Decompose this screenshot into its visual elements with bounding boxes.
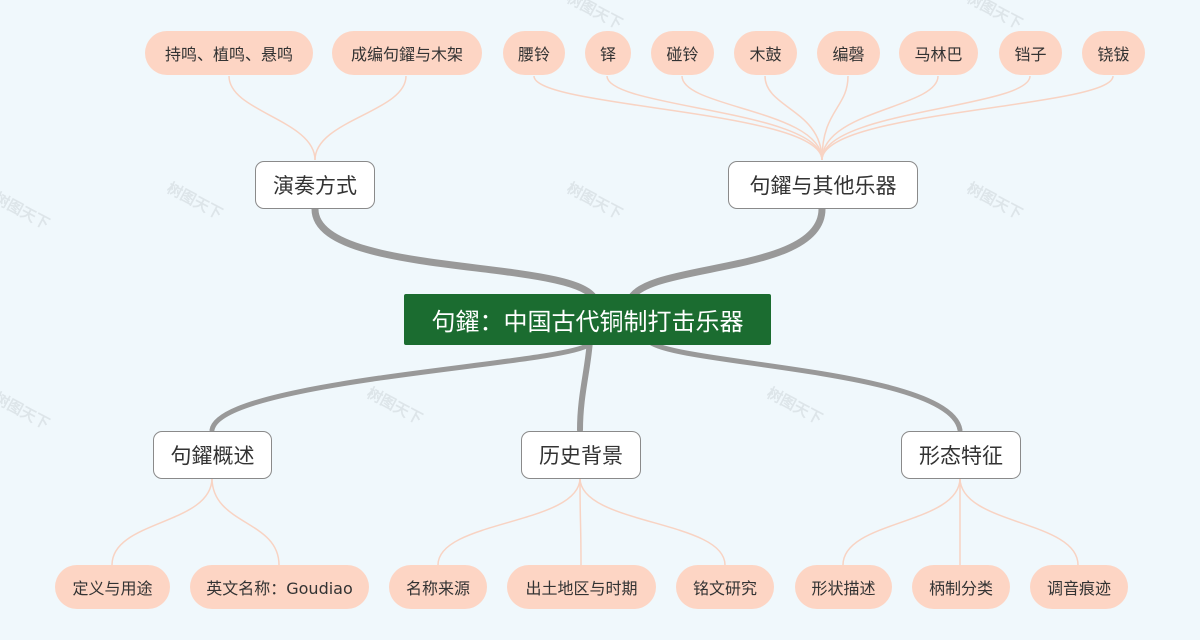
- leaf-node[interactable]: 木鼓: [734, 31, 797, 75]
- leaf-node[interactable]: 调音痕迹: [1030, 565, 1128, 609]
- leaf-link: [579, 477, 726, 566]
- leaf-link: [821, 75, 1031, 161]
- leaf-link: [764, 75, 823, 161]
- leaf-node[interactable]: 英文名称：Goudiao: [190, 565, 369, 609]
- root-topic[interactable]: 句鑃：中国古代铜制打击乐器: [404, 294, 771, 345]
- trunk-link-history: [577, 337, 593, 433]
- trunk-link-performance: [311, 205, 599, 304]
- branch-history[interactable]: 历史背景: [521, 431, 641, 479]
- leaf-link: [821, 75, 1114, 161]
- leaf-link: [959, 477, 1079, 566]
- trunk-link-instruments: [626, 205, 826, 304]
- leaf-link: [681, 75, 823, 161]
- leaf-node[interactable]: 成编句鑃与木架: [332, 31, 482, 75]
- leaf-node[interactable]: 名称来源: [389, 565, 487, 609]
- leaf-link: [437, 477, 581, 566]
- leaf-node[interactable]: 定义与用途: [55, 565, 170, 609]
- leaf-node[interactable]: 柄制分类: [912, 565, 1010, 609]
- leaf-link: [314, 75, 407, 161]
- leaf-link: [606, 75, 823, 161]
- leaf-node[interactable]: 碰铃: [651, 31, 714, 75]
- leaf-link: [842, 477, 961, 566]
- leaf-link: [821, 75, 849, 161]
- leaf-node[interactable]: 编磬: [817, 31, 880, 75]
- leaf-link: [211, 477, 280, 566]
- leaf-node[interactable]: 铎: [585, 31, 631, 75]
- leaf-link: [821, 75, 939, 161]
- leaf-links: [111, 75, 1114, 566]
- branch-form[interactable]: 形态特征: [901, 431, 1021, 479]
- leaf-node[interactable]: 铙钹: [1082, 31, 1145, 75]
- leaf-node[interactable]: 铭文研究: [676, 565, 774, 609]
- trunk-link-overview: [209, 342, 591, 433]
- trunk-link-form: [647, 339, 963, 433]
- branch-related-instruments[interactable]: 句鑃与其他乐器: [728, 161, 918, 209]
- leaf-link: [111, 477, 213, 566]
- leaf-link: [533, 75, 823, 161]
- leaf-node[interactable]: 铛子: [999, 31, 1062, 75]
- leaf-node[interactable]: 形状描述: [795, 565, 892, 609]
- leaf-link: [579, 477, 582, 566]
- leaf-node[interactable]: 腰铃: [503, 31, 565, 75]
- leaf-node[interactable]: 马林巴: [899, 31, 978, 75]
- trunk-links: [209, 205, 963, 433]
- branch-performance-method[interactable]: 演奏方式: [255, 161, 375, 209]
- leaf-node[interactable]: 出土地区与时期: [507, 565, 656, 609]
- leaf-node[interactable]: 持鸣、植鸣、悬鸣: [145, 31, 313, 75]
- leaf-link: [228, 75, 316, 161]
- branch-overview[interactable]: 句鑃概述: [153, 431, 272, 479]
